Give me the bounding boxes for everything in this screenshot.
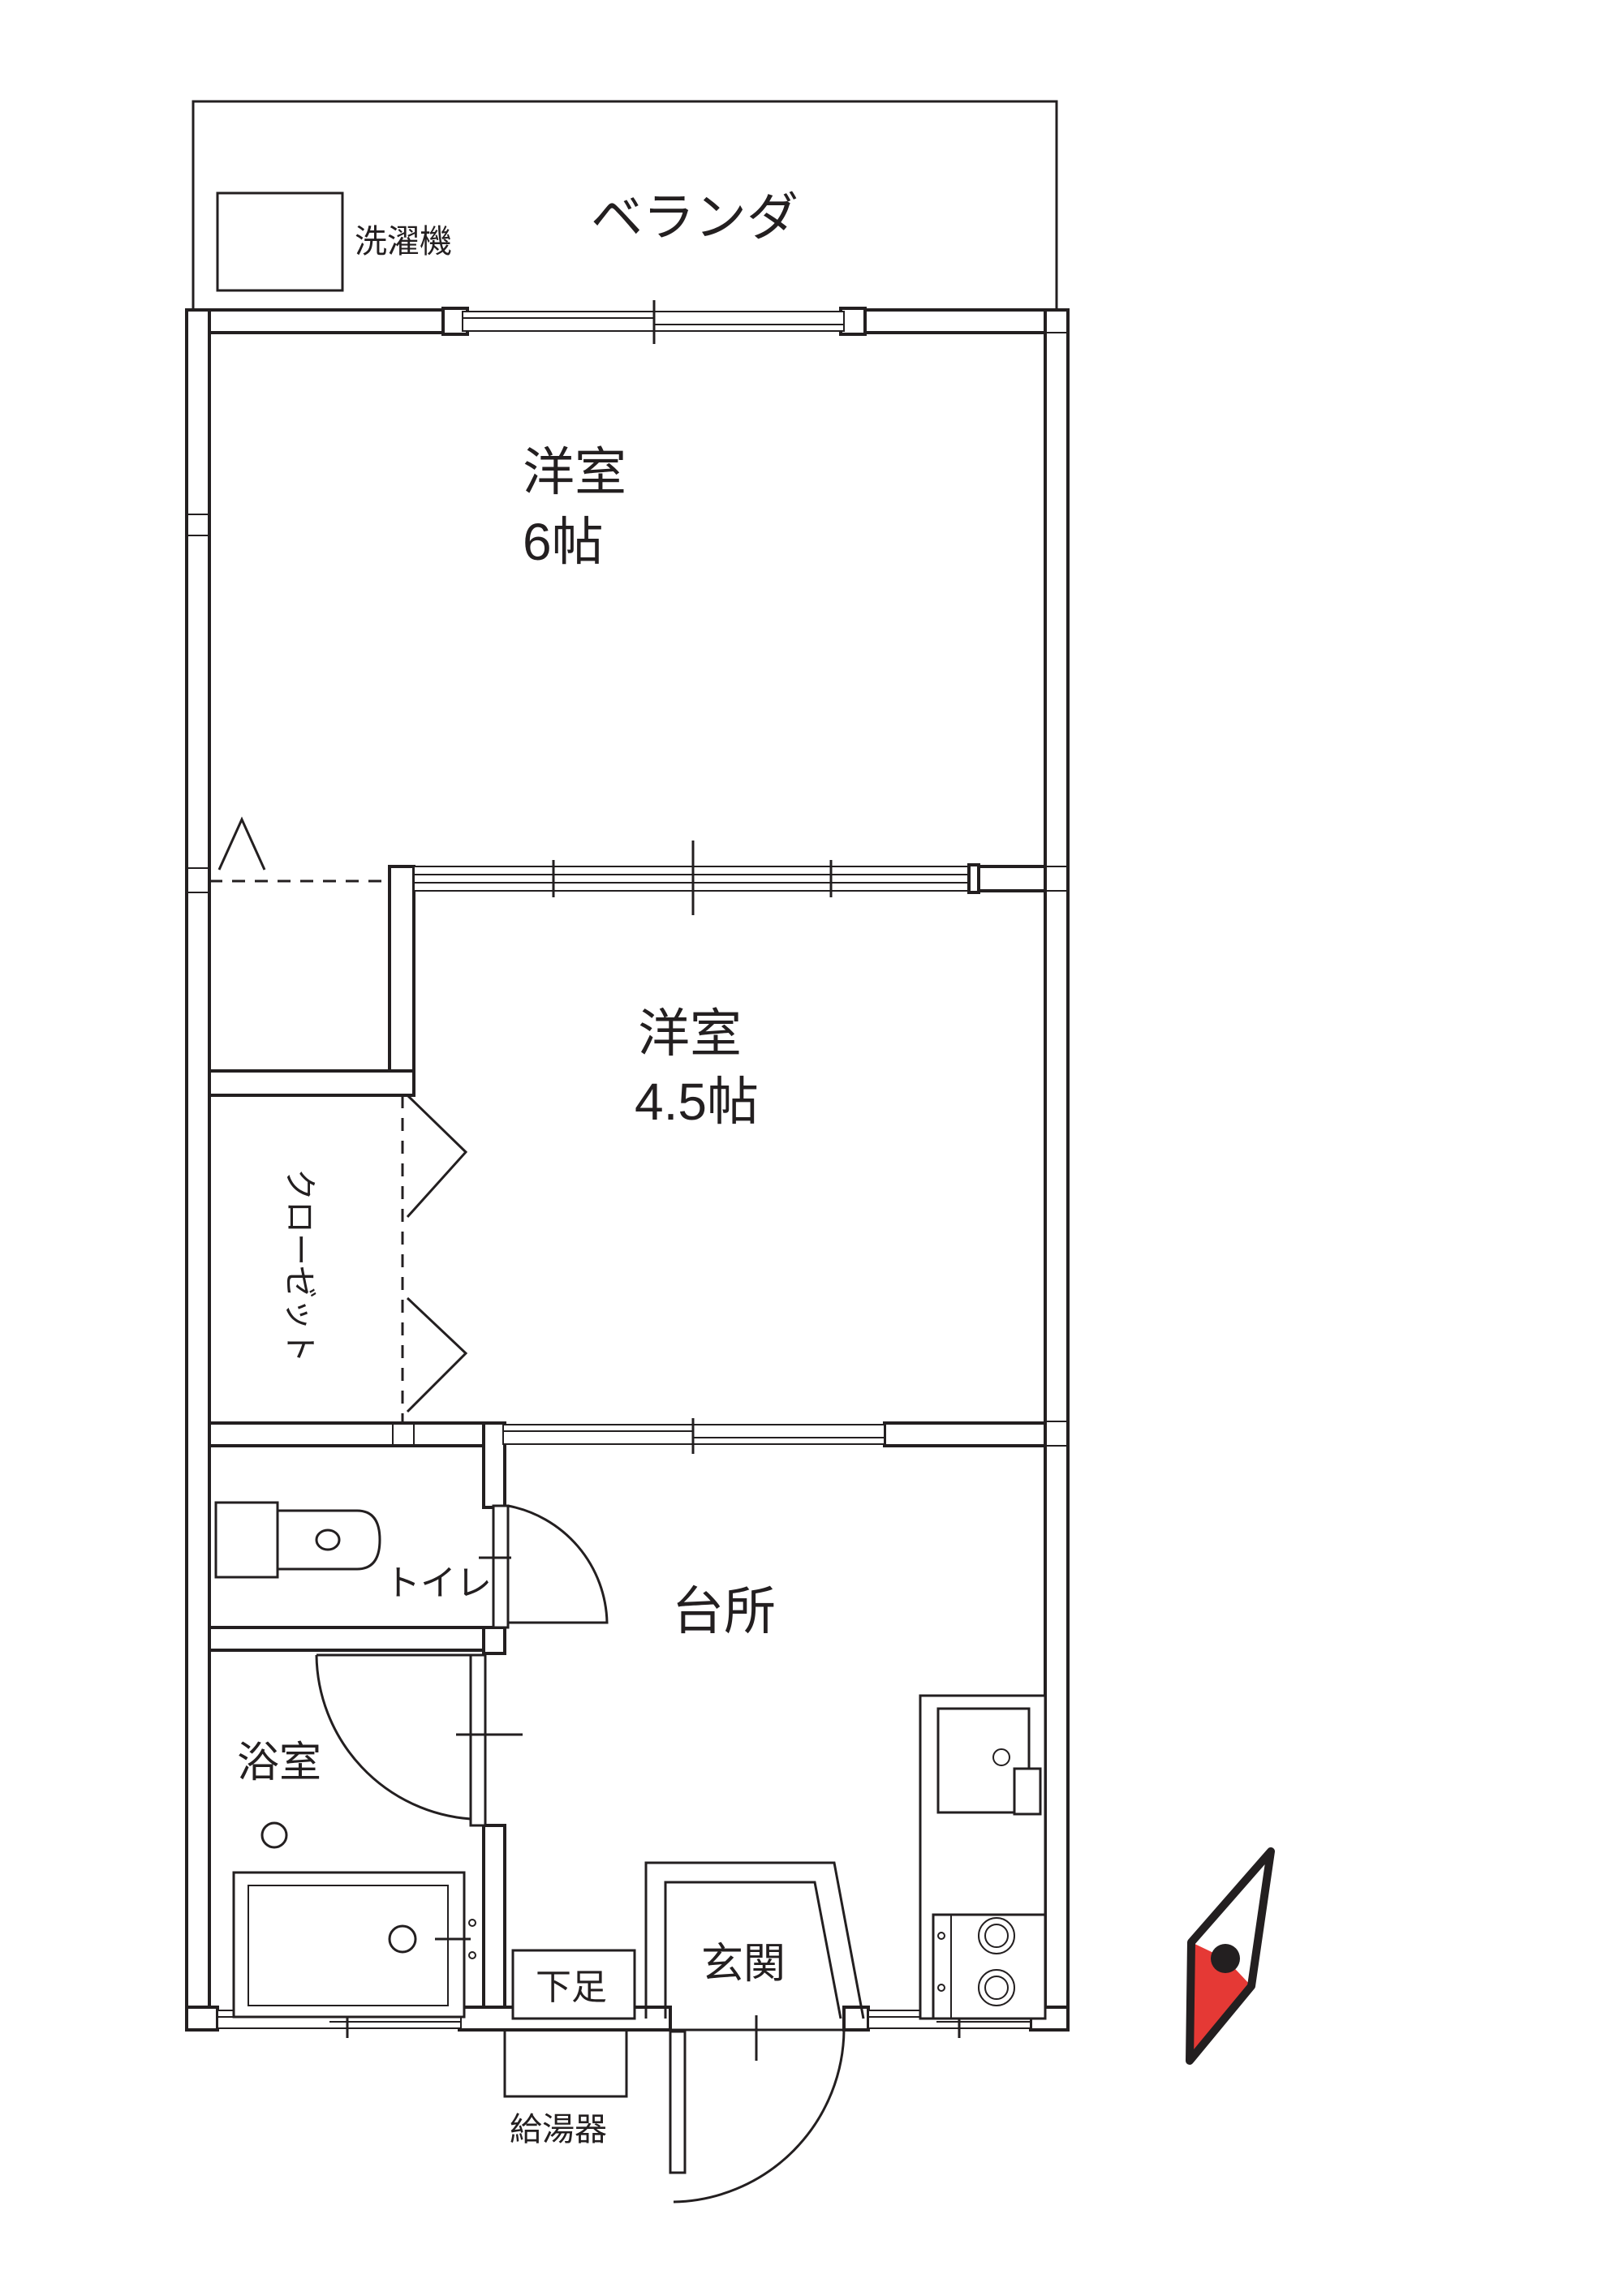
toilet-label: トイレ [385,1563,492,1603]
shoe-box-label: 下足 [536,1967,607,2007]
wall-toilet-bath [208,1626,487,1652]
toilet-room: トイレ [214,1501,609,1629]
compass [1186,1847,1275,2065]
bathroom-door[interactable] [469,1653,487,1827]
kitchen-sliding-door [502,1418,885,1454]
entrance: 玄関 下足 [511,1861,865,2204]
upper-closet-door-icon [217,816,266,871]
bedroom-sliding-doors [413,841,980,915]
wall-top-right [860,308,1070,334]
room-6jo-name: 洋室 [523,443,626,501]
wall-bottom-entry [842,2006,870,2032]
wall-toilet-right [482,1421,506,1509]
veranda-window [441,300,867,344]
wall-top-left [185,308,464,334]
entrance-step [644,1861,865,2019]
washing-machine-label: 洗濯機 [355,224,452,260]
water-heater-label: 給湯器 [510,2112,607,2148]
compass-pivot [1211,1944,1240,1973]
closet-door-upper-icon [406,1094,468,1219]
veranda-label: ベランダ [591,188,799,247]
wall-closet-top [208,1069,415,1097]
room-4-5jo-name: 洋室 [638,1004,742,1063]
water-heater-box [503,2028,628,2098]
drain-icon [260,1821,288,1849]
wall-kitchen-top-right [883,1421,1047,1447]
toilet-tank-icon [214,1501,279,1579]
toilet-door[interactable] [492,1504,510,1629]
bathroom-label: 浴室 [237,1739,321,1786]
wall-bath-right-lower [482,1824,506,2032]
closet-label: クローゼット [282,1168,317,1363]
entrance-label: 玄関 [701,1941,786,1988]
compass-needle-outline [1186,1847,1275,2065]
upper-closet [209,816,390,883]
water-heater: 給湯器 [503,2028,628,2148]
closet: クローゼット [282,1094,468,1423]
shoe-box [511,1949,636,2020]
wall-kitchen-top-left [208,1421,505,1447]
stove-icon [932,1913,1047,2020]
kitchen-label: 台所 [672,1582,776,1640]
room-6jo-size: 6帖 [523,513,604,571]
closet-door-lower-icon [406,1296,468,1413]
washing-machine-icon [216,191,344,292]
veranda-area: 洗濯機 ベランダ [192,100,1058,310]
bathtub-icon [232,1871,466,2019]
wall-bath-right-upper [482,1626,506,1655]
entrance-door[interactable] [669,2030,687,2174]
wall-left [185,308,211,2032]
windows [217,300,1031,2038]
room-4-5jo-size: 4.5帖 [635,1073,759,1131]
wall-bedroom-divider [967,865,1047,892]
compass-needle-south [1190,1942,1251,2061]
wall-closet-block [388,865,415,1097]
wall-right [1044,308,1070,2032]
kitchen: 台所 [672,1582,1047,2020]
walls [185,308,1070,2032]
bathroom: 浴室 [232,1653,523,2019]
wall-bottom-left [185,2006,219,2032]
